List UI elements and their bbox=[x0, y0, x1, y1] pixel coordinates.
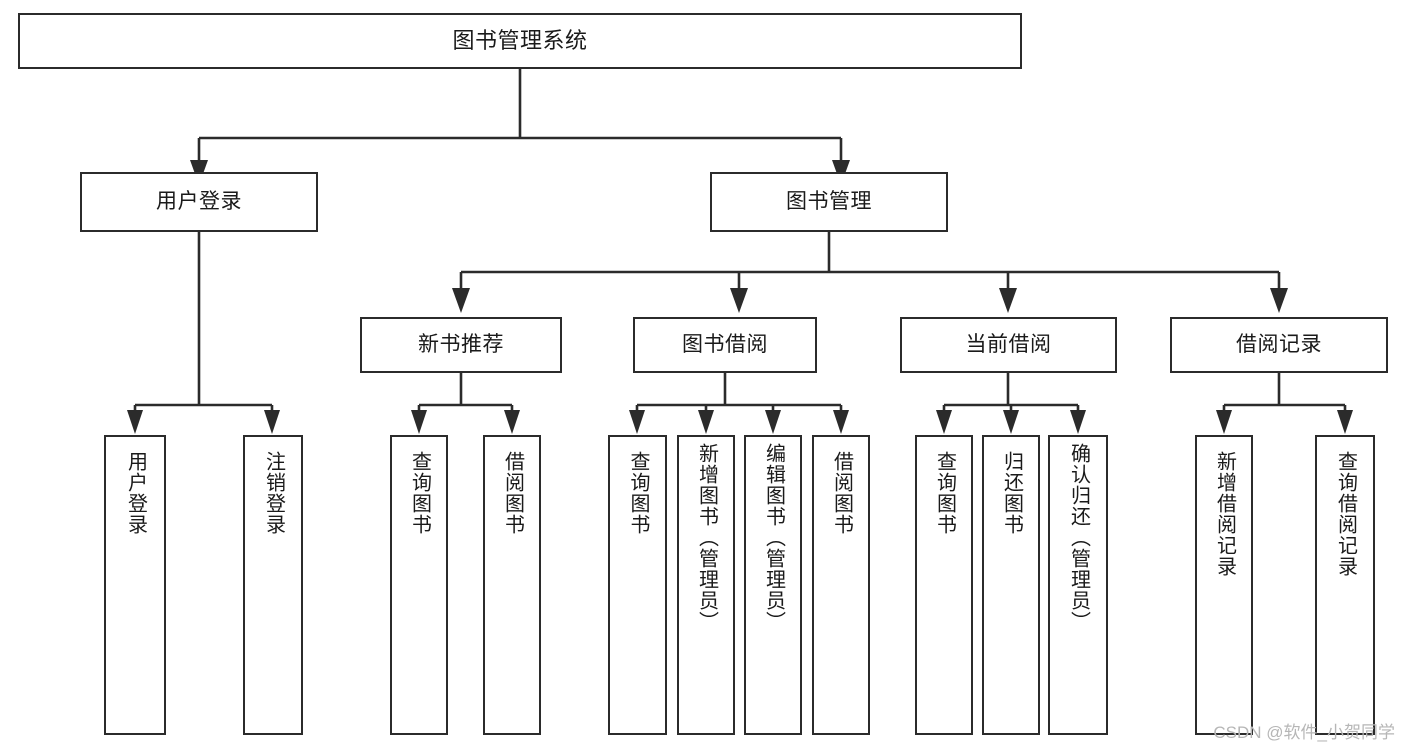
node-leaf-user-login[interactable]: 用户登录 bbox=[104, 435, 166, 735]
node-leaf-borrow-book-2[interactable]: 借阅图书 bbox=[812, 435, 870, 735]
node-leaf-add-book[interactable]: 新增图书（管理员） bbox=[677, 435, 735, 735]
node-leaf-query-book-2-label: 查询图书 bbox=[627, 451, 649, 535]
node-leaf-edit-book-label: 编辑图书（管理员） bbox=[762, 443, 785, 632]
node-leaf-query-book-2[interactable]: 查询图书 bbox=[608, 435, 667, 735]
arrowhead-leaf-borrow-book-1 bbox=[504, 410, 520, 434]
node-book-borrow[interactable]: 图书借阅 bbox=[633, 317, 817, 373]
arrowhead-leaf-logout bbox=[264, 410, 280, 434]
arrowhead-leaf-return-book bbox=[1003, 410, 1019, 434]
node-leaf-user-login-label: 用户登录 bbox=[124, 451, 147, 535]
arrowhead-new-book-recommend bbox=[452, 288, 470, 313]
arrowhead-leaf-confirm-return bbox=[1070, 410, 1086, 434]
arrowhead-current-borrow bbox=[999, 288, 1017, 313]
arrowhead-leaf-borrow-book-2 bbox=[833, 410, 849, 434]
node-leaf-query-book-1[interactable]: 查询图书 bbox=[390, 435, 448, 735]
arrowhead-leaf-add-record bbox=[1216, 410, 1232, 434]
node-user-login[interactable]: 用户登录 bbox=[80, 172, 318, 232]
node-leaf-query-record-label: 查询借阅记录 bbox=[1334, 451, 1357, 577]
node-root-label: 图书管理系统 bbox=[452, 28, 588, 54]
node-leaf-add-record-label: 新增借阅记录 bbox=[1213, 451, 1236, 577]
node-new-book-recommend[interactable]: 新书推荐 bbox=[360, 317, 562, 373]
node-current-borrow-label: 当前借阅 bbox=[965, 332, 1052, 356]
node-leaf-confirm-return[interactable]: 确认归还（管理员） bbox=[1048, 435, 1108, 735]
node-new-book-recommend-label: 新书推荐 bbox=[418, 332, 504, 356]
node-current-borrow[interactable]: 当前借阅 bbox=[900, 317, 1117, 373]
csdn-watermark: CSDN @软件_小贺同学 bbox=[1213, 723, 1395, 742]
node-leaf-query-book-1-label: 查询图书 bbox=[408, 451, 431, 535]
node-root[interactable]: 图书管理系统 bbox=[18, 13, 1022, 69]
node-book-manage-label: 图书管理 bbox=[786, 189, 872, 213]
node-leaf-query-book-3-label: 查询图书 bbox=[933, 451, 956, 535]
node-borrow-record-label: 借阅记录 bbox=[1236, 332, 1322, 356]
arrowhead-leaf-query-book-3 bbox=[936, 410, 952, 434]
node-leaf-borrow-book-2-label: 借阅图书 bbox=[830, 451, 853, 535]
arrowhead-leaf-query-book-2 bbox=[629, 410, 645, 434]
arrowhead-leaf-edit-book bbox=[765, 410, 781, 434]
arrowhead-leaf-query-book-1 bbox=[411, 410, 427, 434]
node-leaf-query-record[interactable]: 查询借阅记录 bbox=[1315, 435, 1375, 735]
node-borrow-record[interactable]: 借阅记录 bbox=[1170, 317, 1388, 373]
node-leaf-borrow-book-1-label: 借阅图书 bbox=[501, 451, 524, 535]
node-leaf-query-book-3[interactable]: 查询图书 bbox=[915, 435, 973, 735]
node-book-manage[interactable]: 图书管理 bbox=[710, 172, 948, 232]
node-leaf-logout-label: 注销登录 bbox=[262, 451, 285, 535]
arrowhead-borrow-record bbox=[1270, 288, 1288, 313]
arrowhead-leaf-add-book bbox=[698, 410, 714, 434]
node-leaf-borrow-book-1[interactable]: 借阅图书 bbox=[483, 435, 541, 735]
node-leaf-add-record[interactable]: 新增借阅记录 bbox=[1195, 435, 1253, 735]
node-leaf-logout[interactable]: 注销登录 bbox=[243, 435, 303, 735]
node-leaf-confirm-return-label: 确认归还（管理员） bbox=[1067, 443, 1090, 632]
node-book-borrow-label: 图书借阅 bbox=[682, 332, 768, 356]
arrowhead-leaf-query-record bbox=[1337, 410, 1353, 434]
node-leaf-return-book[interactable]: 归还图书 bbox=[982, 435, 1040, 735]
node-leaf-add-book-label: 新增图书（管理员） bbox=[695, 443, 718, 632]
node-leaf-return-book-label: 归还图书 bbox=[1000, 451, 1023, 535]
arrowhead-leaf-user-login bbox=[127, 410, 143, 434]
node-user-login-label: 用户登录 bbox=[156, 189, 242, 213]
arrowhead-book-borrow bbox=[730, 288, 748, 313]
node-leaf-edit-book[interactable]: 编辑图书（管理员） bbox=[744, 435, 802, 735]
